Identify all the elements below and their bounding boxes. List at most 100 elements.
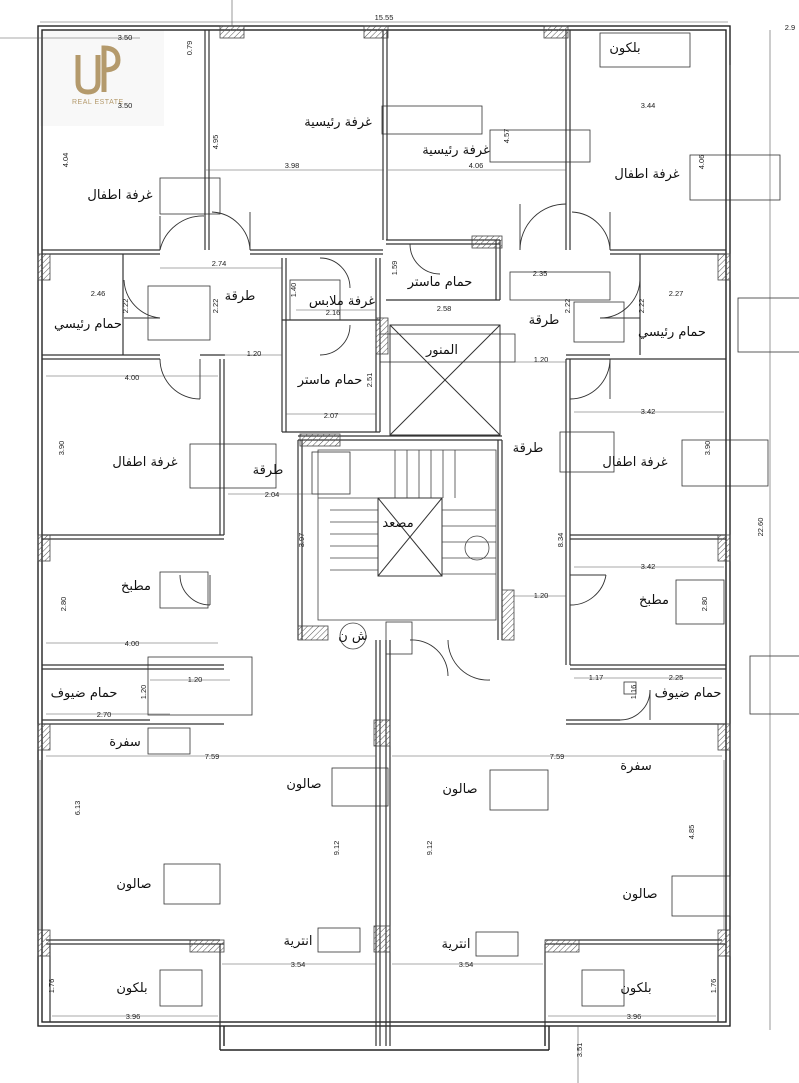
- dim-label: 3.96: [627, 1012, 642, 1021]
- label-master-bath-lower: حمام ماستر: [297, 373, 363, 388]
- dim-label: 4.06: [697, 155, 706, 170]
- label-shaft: ش ن: [338, 629, 368, 644]
- label-salon-upper-left: صالون: [286, 777, 321, 792]
- label-salon-lower-right: صالون: [622, 887, 657, 902]
- dim-label: 3.51: [575, 1043, 584, 1058]
- dim-label: 8.34: [556, 533, 565, 548]
- label-master-bedroom-left: غرفة رئيسية: [304, 115, 372, 130]
- dim-label: 7.59: [205, 752, 220, 761]
- dim-label: 4.04: [61, 153, 70, 168]
- label-corridor-left: طرقة: [225, 289, 256, 304]
- label-kitchen-left: مطبخ: [121, 579, 151, 594]
- dim-label: 1.20: [534, 355, 549, 364]
- dim-label: 6.13: [73, 801, 82, 816]
- label-kids-bedroom-top-left: غرفة اطفال: [87, 188, 152, 203]
- label-dressing-room: غرفة ملابس: [309, 294, 375, 309]
- dim-label: 1.76: [709, 979, 718, 994]
- interior-walls: [42, 30, 726, 1046]
- dim-label: 1.59: [390, 261, 399, 276]
- dim-label: 1.16: [629, 685, 638, 700]
- label-kitchen-right: مطبخ: [639, 593, 669, 608]
- dim-label: 1.20: [247, 349, 262, 358]
- label-balcony-bottom-right: بلكون: [620, 981, 651, 996]
- dimension-labels: 15.55 2.9 0.79 3.50 3.50 3.44 4.04 4.95 …: [47, 13, 795, 1057]
- dim-label: 2.80: [700, 597, 709, 612]
- label-entrance-left: انترية: [284, 934, 313, 949]
- dim-label: 1.20: [188, 675, 203, 684]
- dim-label: 2.07: [324, 411, 339, 420]
- label-corridor-right: طرقة: [529, 313, 560, 328]
- dim-label: 2.22: [121, 299, 130, 314]
- dim-label: 9.12: [332, 841, 341, 856]
- dim-label: 1.76: [47, 979, 56, 994]
- label-entrance-right: انترية: [442, 937, 471, 952]
- dim-label: 1.40: [289, 283, 298, 298]
- dim-label: 2.22: [563, 299, 572, 314]
- room-labels: بلكون غرفة رئيسية غرفة رئيسية غرفة اطفال…: [51, 41, 722, 996]
- dim-label: 3.54: [291, 960, 306, 969]
- label-master-bath-right: حمام رئيسي: [638, 325, 706, 340]
- label-kids-bedroom-mid-right: غرفة اطفال: [602, 455, 667, 470]
- dim-label: 1.20: [139, 685, 148, 700]
- dimension-lines: [0, 0, 771, 1083]
- label-elevator: مصعد: [382, 516, 413, 531]
- structural-columns: [37, 25, 731, 957]
- label-corridor-mid-left: طرقة: [253, 463, 284, 478]
- label-master-bath-upper: حمام ماستر: [407, 275, 473, 290]
- label-kids-bedroom-top-right: غرفة اطفال: [614, 167, 679, 182]
- dim-label: 2.27: [669, 289, 684, 298]
- dim-label: 2.16: [326, 308, 341, 317]
- dim-label: 1.17: [589, 673, 604, 682]
- label-salon-upper-right: صالون: [442, 782, 477, 797]
- room-fixtures: [147, 32, 799, 1007]
- label-guest-bath-right: حمام ضيوف: [655, 686, 722, 701]
- dim-label: 2.25: [669, 673, 684, 682]
- label-corridor-center: طرقة: [513, 441, 544, 456]
- label-dining-left: سفرة: [109, 735, 140, 750]
- dim-label: 2.74: [212, 259, 227, 268]
- dim-label: 2.51: [365, 373, 374, 388]
- dim-label: 9.12: [425, 841, 434, 856]
- dim-label: 3.96: [126, 1012, 141, 1021]
- staircase: [317, 449, 497, 650]
- dim-label: 2.70: [97, 710, 112, 719]
- dim-label: 4.85: [687, 825, 696, 840]
- dim-label: 2.22: [637, 299, 646, 314]
- logo-text: REAL ESTATE: [72, 99, 124, 106]
- dim-label: 4.57: [502, 129, 511, 144]
- brand-logo: REAL ESTATE: [40, 30, 164, 126]
- dim-label: 2.22: [211, 299, 220, 314]
- dim-label: 3.90: [57, 441, 66, 456]
- label-master-bedroom-right: غرفة رئيسية: [422, 143, 490, 158]
- dim-label: 3.42: [641, 562, 656, 571]
- dim-label: 7.59: [550, 752, 565, 761]
- dim-label: 15.55: [375, 13, 394, 22]
- label-balcony-bottom-left: بلكون: [116, 981, 147, 996]
- label-light-well: المنور: [425, 343, 458, 358]
- label-balcony-top-right: بلكون: [609, 41, 640, 56]
- dim-label: 2.46: [91, 289, 106, 298]
- door-swings: [123, 203, 651, 721]
- label-master-bath-left: حمام رئيسي: [54, 317, 122, 332]
- dim-label: 3.50: [118, 33, 133, 42]
- label-salon-lower-left: صالون: [116, 877, 151, 892]
- dim-label: 2.80: [59, 597, 68, 612]
- label-guest-bath-left: حمام ضيوف: [51, 686, 118, 701]
- dim-label: 3.98: [285, 161, 300, 170]
- dim-label: 0.79: [185, 41, 194, 56]
- dim-label: 3.54: [459, 960, 474, 969]
- dim-label: 2.58: [437, 304, 452, 313]
- dim-label: 3.90: [703, 441, 712, 456]
- dim-label: 2.9: [785, 23, 795, 32]
- dim-label: 4.00: [125, 373, 140, 382]
- label-kids-bedroom-mid-left: غرفة اطفال: [112, 455, 177, 470]
- dim-label: 4.06: [469, 161, 484, 170]
- dim-label: 3.42: [641, 407, 656, 416]
- dim-label: 3.97: [297, 533, 306, 548]
- dim-label: 4.00: [125, 639, 140, 648]
- dim-label: 4.95: [211, 135, 220, 150]
- dim-label: 3.44: [641, 101, 656, 110]
- dim-label: 2.04: [265, 490, 280, 499]
